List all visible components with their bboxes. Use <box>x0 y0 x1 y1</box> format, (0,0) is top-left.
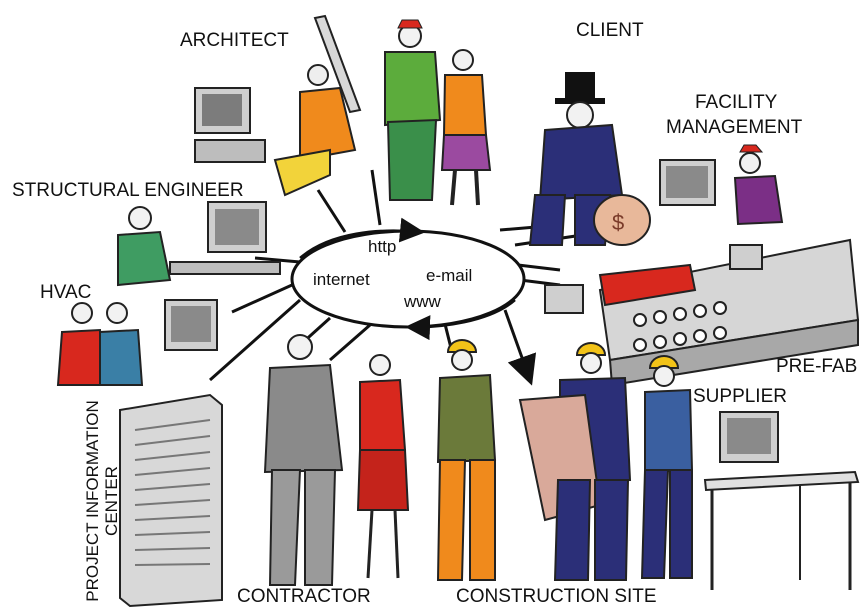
cloud-www: www <box>404 292 441 311</box>
label-architect: ARCHITECT <box>180 30 289 51</box>
label-client: CLIENT <box>576 20 644 41</box>
label-facility-line2: MANAGEMENT <box>666 117 803 138</box>
architect-figure <box>194 14 362 197</box>
svg-text:$: $ <box>612 210 624 235</box>
label-structural-engineer: STRUCTURAL ENGINEER <box>12 180 244 201</box>
label-facility-line1: FACILITY <box>695 92 778 113</box>
hvac-figures <box>56 299 218 386</box>
client-team-figures <box>384 19 492 206</box>
cloud-email: e-mail <box>426 266 473 285</box>
construction-site-figures <box>518 342 694 581</box>
label-construction-site: CONSTRUCTION SITE <box>456 586 657 607</box>
supplier-station <box>703 411 860 590</box>
client-figure: $ <box>528 72 651 246</box>
server-rack <box>119 393 223 608</box>
label-project-info-line2: CENTER <box>102 466 121 536</box>
label-pre-fab: PRE-FAB <box>776 356 858 377</box>
facility-management-figure <box>659 144 784 226</box>
label-hvac: HVAC <box>40 282 92 303</box>
cloud-http: http <box>368 237 397 256</box>
cloud-internet: internet <box>313 270 370 289</box>
structural-engineer-figure <box>117 201 281 287</box>
label-project-info-line1: PROJECT INFORMATION <box>83 400 102 602</box>
label-contractor: CONTRACTOR <box>237 586 371 607</box>
contractor-figures <box>263 334 497 586</box>
label-supplier: SUPPLIER <box>693 386 787 407</box>
label-project-information-center: PROJECT INFORMATION CENTER <box>83 394 121 608</box>
